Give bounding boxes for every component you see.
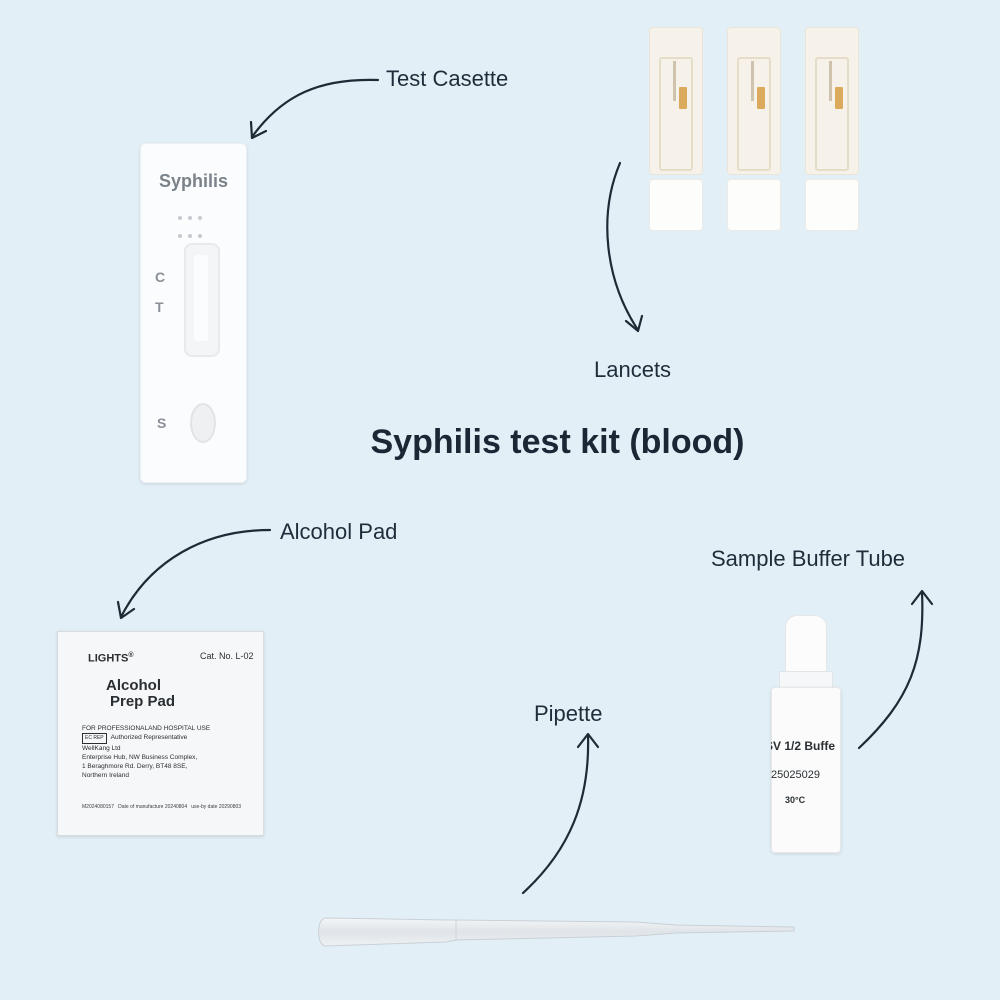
buffer-arrow-head: [910, 589, 934, 606]
tube-label-lot: 25025029: [771, 769, 820, 781]
pipette-image: [318, 917, 795, 947]
alcohol-arrow: [119, 528, 272, 619]
lancets-arrow-head: [624, 314, 644, 333]
label-test-cassette: Test Casette: [386, 66, 509, 91]
page-title: Syphilis test kit (blood): [370, 423, 745, 461]
label-buffer-tube: Sample Buffer Tube: [711, 546, 906, 571]
pad-catalog: Cat. No. L-02: [200, 651, 254, 661]
pipette-arrow-head: [576, 732, 600, 749]
cassette-mark-s: S: [157, 415, 167, 431]
pad-product-name: Alcohol Prep Pad: [106, 677, 176, 710]
lancet-image: [805, 27, 859, 231]
alcohol-pad-image: LIGHTS® Cat. No. L-02 Alcohol Prep Pad F…: [57, 631, 264, 836]
cassette-brand: Syphilis: [158, 171, 229, 191]
tube-label-name: SV 1/2 Buffe: [771, 739, 836, 753]
tube-label-temp: 30°C: [785, 795, 806, 805]
cassette-mark-c: C: [155, 269, 166, 285]
cassette-sample-well: [190, 403, 216, 443]
cassette-result-window: [184, 243, 220, 357]
cassette-dots: [178, 209, 218, 245]
buffer-arrow: [857, 590, 924, 750]
lancet-image: [727, 27, 781, 231]
label-alcohol-pad: Alcohol Pad: [280, 519, 398, 544]
alcohol-arrow-head: [116, 600, 136, 620]
tube-cap: [785, 615, 827, 675]
pad-logo: LIGHTS®: [88, 652, 134, 665]
pipette-arrow: [521, 733, 590, 895]
tube-bottle: SV 1/2 Buffe 25025029 30°C: [771, 687, 841, 853]
lancets-arrow: [606, 161, 640, 332]
pad-footer: M2024080157 Date of manufacture 20240804…: [82, 804, 242, 810]
test-cassette-image: Syphilis C T S: [140, 143, 247, 483]
buffer-tube-image: SV 1/2 Buffe 25025029 30°C: [771, 615, 841, 855]
label-pipette: Pipette: [534, 701, 603, 726]
lancet-image: [649, 27, 703, 231]
cassette-mark-t: T: [155, 299, 164, 315]
cassette-arrow: [250, 78, 380, 139]
cassette-arrow-head: [249, 120, 268, 140]
label-lancets: Lancets: [594, 357, 672, 382]
